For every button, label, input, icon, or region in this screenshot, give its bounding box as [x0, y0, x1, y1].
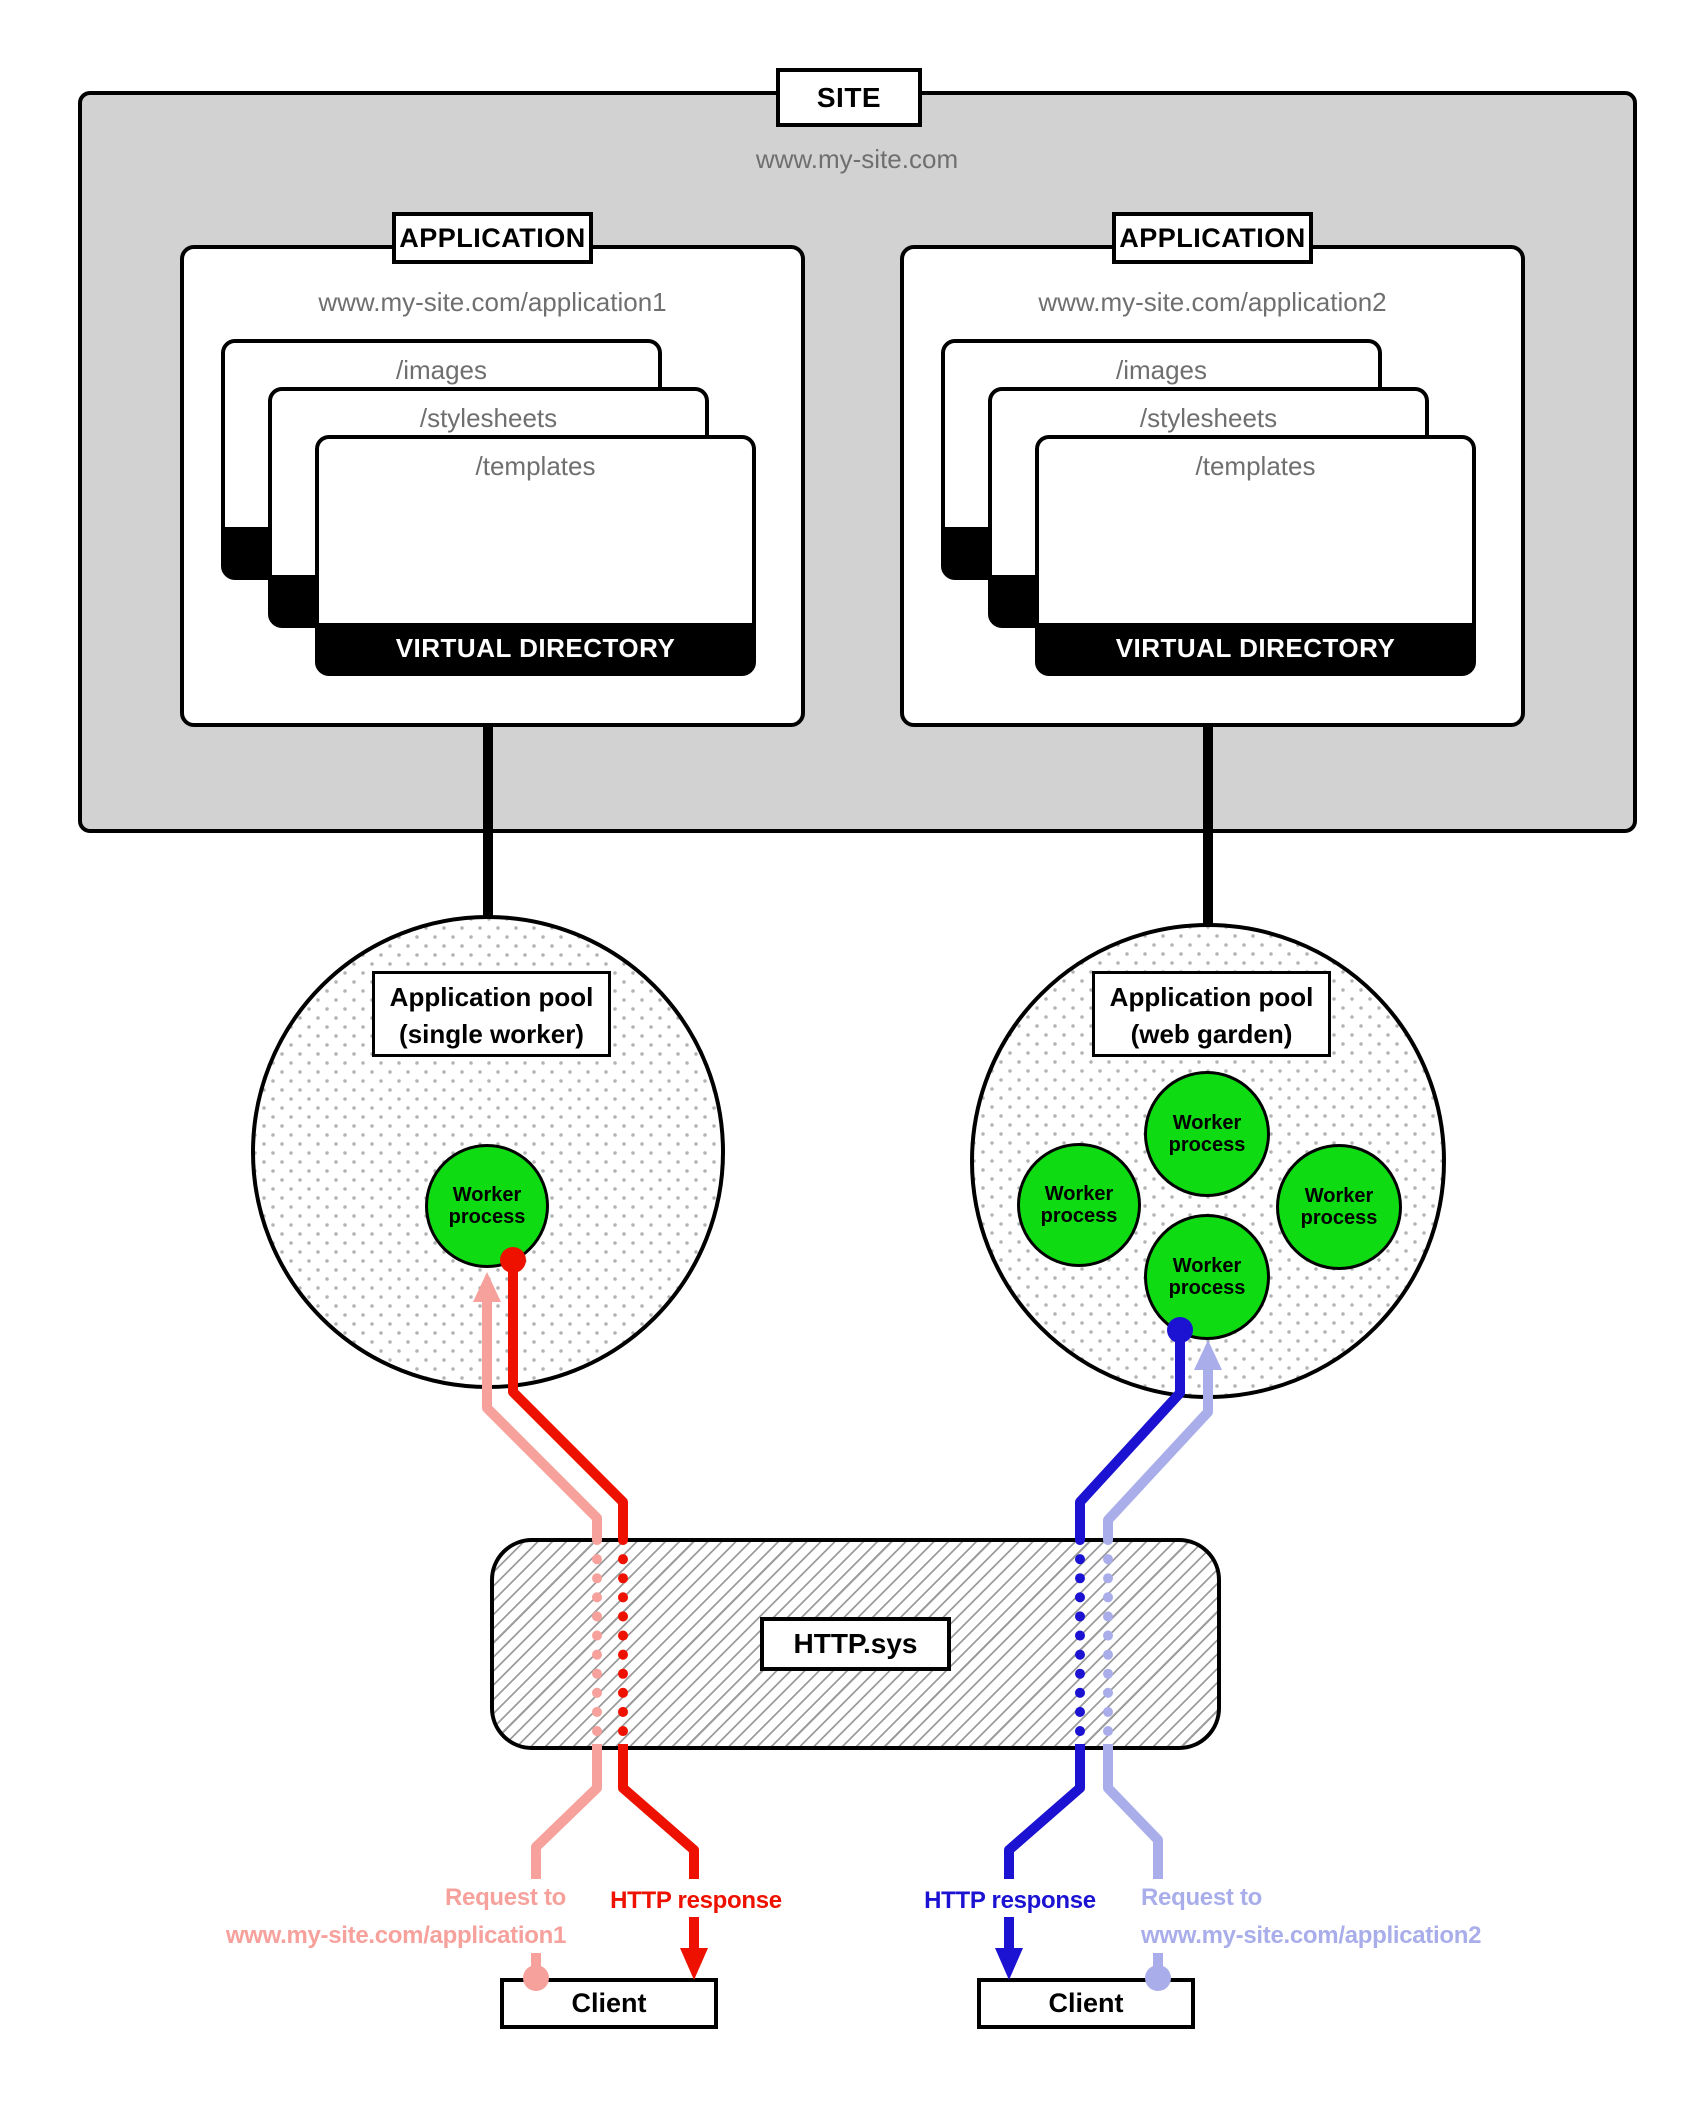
client-box-left: Client [500, 1978, 718, 2029]
request2-label: Request to www.my-site.com/application2 [1141, 1879, 1521, 1955]
response1-arrowhead-icon [680, 1948, 708, 1980]
pool-title-line1: Application pool [1109, 982, 1314, 1012]
application2-label: APPLICATION [1112, 212, 1313, 264]
virtual-directory-bar: VIRTUAL DIRECTORY [318, 623, 753, 673]
worker-process-circle: Worker process [425, 1144, 549, 1268]
connector-app1-pool [483, 723, 493, 919]
site-url: www.my-site.com [755, 144, 959, 174]
site-label: SITE [776, 68, 922, 127]
connector-app2-pool [1203, 723, 1213, 927]
request2-label-line1: Request to [1141, 1884, 1263, 1911]
folder-card-templates: /templates VIRTUAL DIRECTORY [315, 435, 756, 676]
client-label: Client [1048, 1988, 1124, 2018]
folder-card-templates: /templates VIRTUAL DIRECTORY [1035, 435, 1476, 676]
http-sys-box: HTTP.sys [490, 1538, 1221, 1750]
folder-label: /stylesheets [1139, 403, 1278, 433]
pool-title-line2: (single worker) [399, 1019, 584, 1049]
folder-label: /templates [475, 451, 596, 481]
folder-label: /stylesheets [419, 403, 558, 433]
pool-title-line1: Application pool [389, 982, 594, 1012]
response2-arrowhead-icon [995, 1948, 1023, 1980]
worker-process-label: Worker process [1300, 1185, 1378, 1229]
folder-label: /images [395, 355, 488, 385]
app-pool-single-worker: Application pool (single worker) Worker … [251, 915, 725, 1389]
request1-label-line2: www.my-site.com/application1 [225, 1922, 566, 1949]
worker-process-label: Worker process [1040, 1183, 1118, 1227]
client-box-right: Client [977, 1978, 1195, 2029]
folder-label: /images [1115, 355, 1208, 385]
application1-box: APPLICATION www.my-site.com/application1… [180, 212, 805, 727]
request1-label-line1: Request to [444, 1884, 566, 1911]
worker-process-label: Worker process [1168, 1112, 1246, 1156]
http-sys-label: HTTP.sys [760, 1617, 951, 1671]
pool-label-single-worker: Application pool (single worker) [372, 971, 611, 1057]
worker-process-label: Worker process [448, 1184, 526, 1228]
request2-label-line2: www.my-site.com/application2 [1141, 1922, 1482, 1949]
application1-url: www.my-site.com/application1 [318, 287, 667, 317]
worker-process-label: Worker process [1168, 1255, 1246, 1299]
pool-title-line2: (web garden) [1130, 1019, 1293, 1049]
virtual-directory-bar: VIRTUAL DIRECTORY [1038, 623, 1473, 673]
client-label: Client [571, 1988, 647, 2018]
worker-process-circle: Worker process [1144, 1071, 1270, 1197]
application1-label: APPLICATION [392, 212, 593, 264]
application2-label-text: APPLICATION [1119, 222, 1306, 253]
response2-label: HTTP response [924, 1887, 1096, 1914]
application1-label-text: APPLICATION [399, 222, 586, 253]
worker-process-circle: Worker process [1144, 1214, 1270, 1340]
application2-url: www.my-site.com/application2 [1038, 287, 1387, 317]
worker-process-circle: Worker process [1276, 1144, 1402, 1270]
worker-process-circle: Worker process [1017, 1143, 1141, 1267]
request1-label: Request to www.my-site.com/application1 [210, 1879, 566, 1955]
folder-label: /templates [1195, 451, 1316, 481]
site-label-text: SITE [816, 81, 882, 113]
pool-label-web-garden: Application pool (web garden) [1092, 971, 1331, 1057]
response1-label: HTTP response [610, 1887, 782, 1914]
http-sys-label-text: HTTP.sys [793, 1628, 918, 1659]
application2-box: APPLICATION www.my-site.com/application2… [900, 212, 1525, 727]
app-pool-web-garden: Application pool (web garden) Worker pro… [970, 923, 1446, 1399]
